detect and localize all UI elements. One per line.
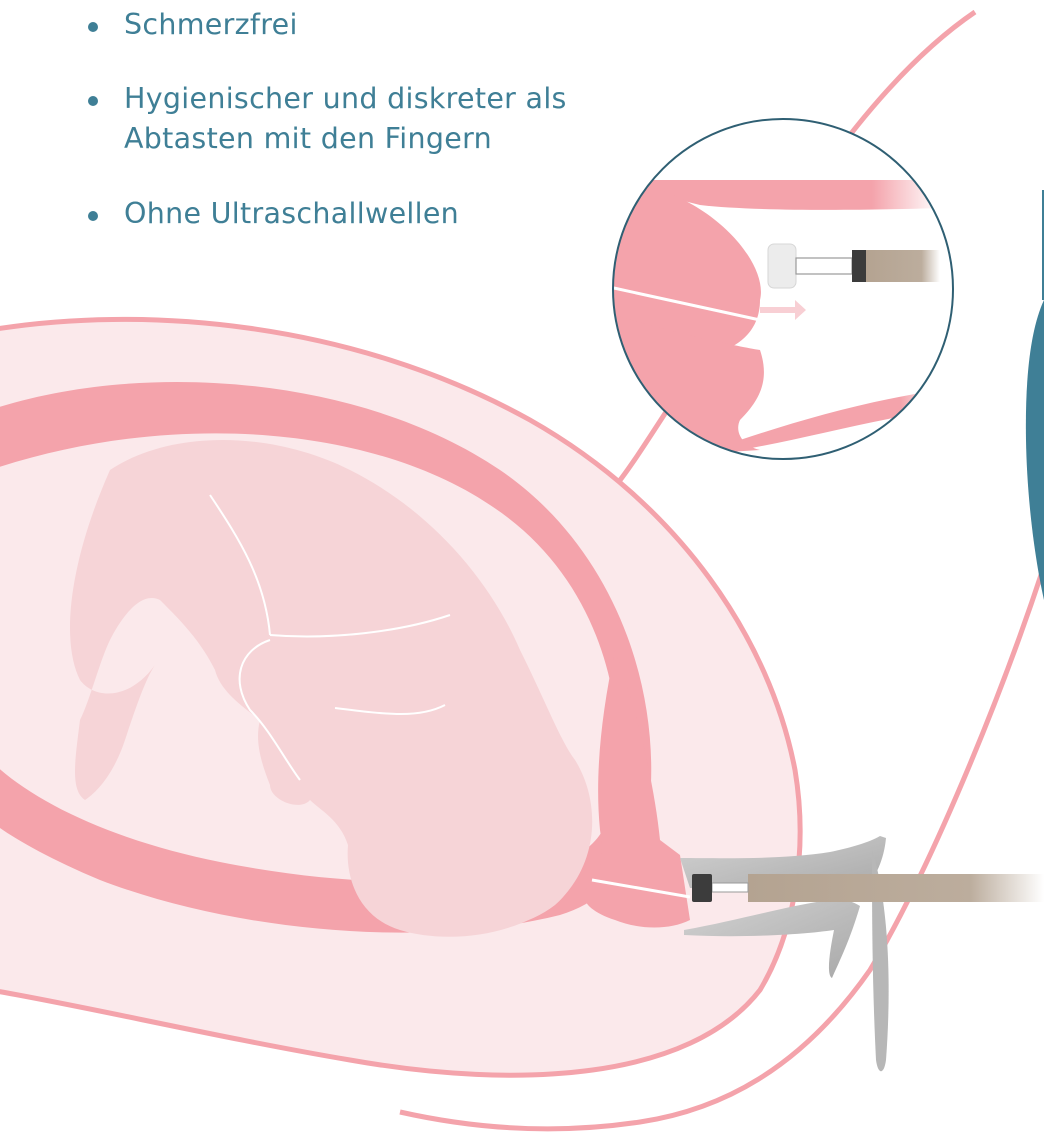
bullet-icon [88, 96, 98, 106]
feature-item-painless: Schmerzfrei [88, 5, 567, 45]
magnifier-detail [600, 119, 953, 460]
bullet-icon [88, 22, 98, 32]
feature-item-no-ultrasound: Ohne Ultraschallwellen [88, 194, 567, 234]
feature-text-line-1: Hygienischer und diskreter als [124, 79, 567, 119]
feature-text-line-2: Abtasten mit den Fingern [124, 119, 567, 159]
feature-item-hygienic: Hygienischer und diskreter als Abtasten … [88, 79, 567, 159]
device-neck [712, 883, 748, 892]
device-body [748, 874, 1044, 902]
feature-text: Ohne Ultraschallwellen [124, 194, 567, 234]
bullet-icon [88, 211, 98, 221]
device-tip [692, 874, 712, 902]
features-list: Schmerzfrei Hygienischer und diskreter a… [88, 0, 567, 234]
blue-panel [1026, 300, 1044, 600]
feature-text: Schmerzfrei [124, 5, 567, 45]
